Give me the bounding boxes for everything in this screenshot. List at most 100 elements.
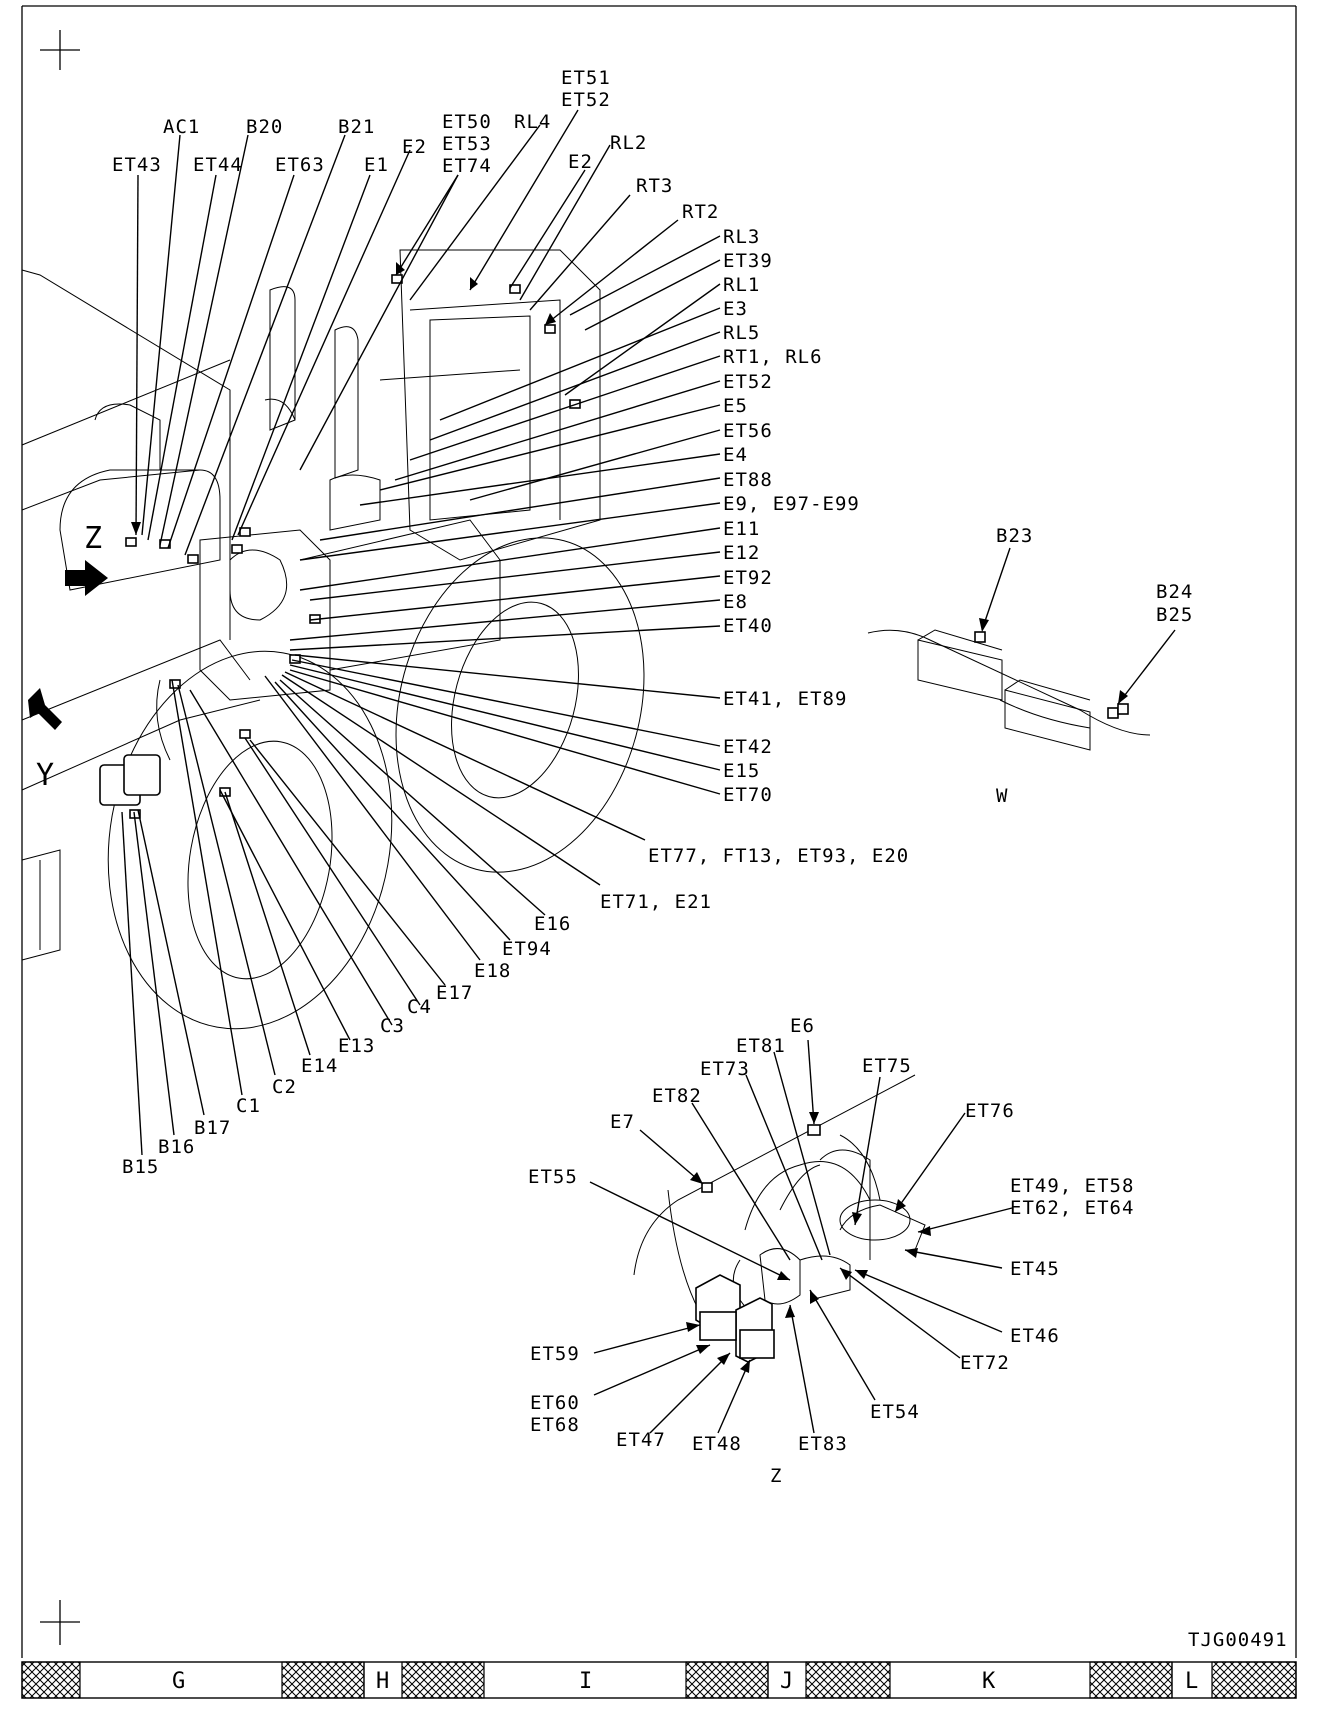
label-e11: E11: [723, 518, 760, 540]
label-c2: C2: [272, 1076, 297, 1098]
label-et55: ET55: [528, 1166, 578, 1188]
label-e12: E12: [723, 542, 760, 564]
label-e2-right: E2: [568, 151, 593, 173]
grid-strip: G H I J K L: [21, 1661, 1297, 1699]
connector-cluster: [125, 274, 581, 819]
label-et39: ET39: [723, 250, 773, 272]
grid-column-k: K: [982, 1669, 996, 1694]
label-rl2: RL2: [610, 132, 647, 154]
label-ac1: AC1: [163, 116, 200, 138]
label-et70: ET70: [723, 784, 773, 806]
main-labels: AC1 B20 B21 ET43 ET44 ET63 E1 E2 ET50 ET…: [112, 67, 909, 1178]
label-b20: B20: [246, 116, 283, 138]
main-assembly-drawing: Z Y: [21, 249, 645, 1030]
grid-hatch: [281, 1661, 365, 1699]
label-e7: E7: [610, 1111, 635, 1133]
label-b24: B24: [1156, 581, 1193, 603]
view-w-title: W: [996, 785, 1008, 807]
label-et44: ET44: [193, 154, 243, 176]
label-et45: ET45: [1010, 1258, 1060, 1280]
connector-e7-icon: [701, 1182, 713, 1193]
label-et43: ET43: [112, 154, 162, 176]
grid-hatch: [1211, 1661, 1297, 1699]
grid-column-l: L: [1185, 1669, 1198, 1694]
drawing-id: TJG00491: [1188, 1629, 1288, 1651]
view-z-arrow-icon: [65, 560, 108, 596]
label-et49-et58: ET49, ET58: [1010, 1175, 1134, 1197]
label-et52-right: ET52: [723, 371, 773, 393]
connector-b23-icon: [974, 631, 986, 643]
label-rl4: RL4: [514, 111, 551, 133]
label-et40: ET40: [723, 615, 773, 637]
grid-column-j: J: [780, 1669, 793, 1694]
label-b15: B15: [122, 1156, 159, 1178]
label-e13: E13: [338, 1035, 375, 1057]
label-e17: E17: [436, 982, 473, 1004]
label-et73: ET73: [700, 1058, 750, 1080]
label-b21: B21: [338, 116, 375, 138]
label-rl5: RL5: [723, 322, 760, 344]
connector-b24-icon: [1107, 707, 1119, 719]
grid-hatch: [21, 1661, 81, 1699]
label-e18: E18: [474, 960, 511, 982]
label-et81: ET81: [736, 1035, 786, 1057]
label-et50: ET50: [442, 111, 492, 133]
label-et60: ET60: [530, 1392, 580, 1414]
label-rl1: RL1: [723, 274, 760, 296]
registration-mark-top: [40, 30, 80, 70]
label-b23: B23: [996, 525, 1033, 547]
label-et56: ET56: [723, 420, 773, 442]
label-et77-ft13-et93-e20: ET77, FT13, ET93, E20: [648, 845, 909, 867]
label-et46: ET46: [1010, 1325, 1060, 1347]
label-rt2: RT2: [682, 201, 719, 223]
label-e5: E5: [723, 395, 748, 417]
label-et53: ET53: [442, 133, 492, 155]
label-e2-top: E2: [402, 136, 427, 158]
label-et74: ET74: [442, 155, 492, 177]
label-e14: E14: [301, 1055, 338, 1077]
drawing-frame: [21, 5, 1297, 1658]
label-et59: ET59: [530, 1343, 580, 1365]
label-et83: ET83: [798, 1433, 848, 1455]
label-et54: ET54: [870, 1401, 920, 1423]
label-et94: ET94: [502, 938, 552, 960]
label-e8: E8: [723, 591, 748, 613]
label-et68: ET68: [530, 1414, 580, 1436]
view-z: E6 ET81 ET73 ET75 ET82 E7 ET76 ET55 ET49…: [528, 1015, 1134, 1487]
label-et71-e21: ET71, E21: [600, 891, 712, 913]
grid-hatch: [401, 1661, 485, 1699]
label-et75: ET75: [862, 1055, 912, 1077]
grid-column-i: I: [579, 1669, 592, 1694]
label-et51: ET51: [561, 67, 611, 89]
label-et72: ET72: [960, 1352, 1010, 1374]
label-et62-et64: ET62, ET64: [1010, 1197, 1134, 1219]
label-e16: E16: [534, 913, 571, 935]
view-y-marker: Y: [36, 758, 54, 793]
view-z-title: Z: [770, 1465, 782, 1487]
grid-hatch: [685, 1661, 769, 1699]
view-y-arrow-icon: [28, 688, 62, 730]
label-e6: E6: [790, 1015, 815, 1037]
label-b17: B17: [194, 1117, 231, 1139]
label-e15: E15: [723, 760, 760, 782]
label-e3: E3: [723, 298, 748, 320]
label-b25: B25: [1156, 604, 1193, 626]
view-w: B23 B24 B25 W: [867, 525, 1193, 807]
label-rl3: RL3: [723, 226, 760, 248]
label-b16: B16: [158, 1136, 195, 1158]
grid-hatch: [1089, 1661, 1173, 1699]
label-c3: C3: [380, 1015, 405, 1037]
view-z-marker: Z: [84, 521, 102, 556]
label-c4: C4: [407, 996, 432, 1018]
label-c1: C1: [236, 1095, 261, 1117]
grid-hatch: [805, 1661, 891, 1699]
grid-column-h: H: [376, 1669, 389, 1694]
label-et47: ET47: [616, 1429, 666, 1451]
main-leader-lines: [121, 109, 721, 1156]
label-et82: ET82: [652, 1085, 702, 1107]
label-rt1-rl6: RT1, RL6: [723, 346, 823, 368]
label-et88: ET88: [723, 469, 773, 491]
label-et48: ET48: [692, 1433, 742, 1455]
